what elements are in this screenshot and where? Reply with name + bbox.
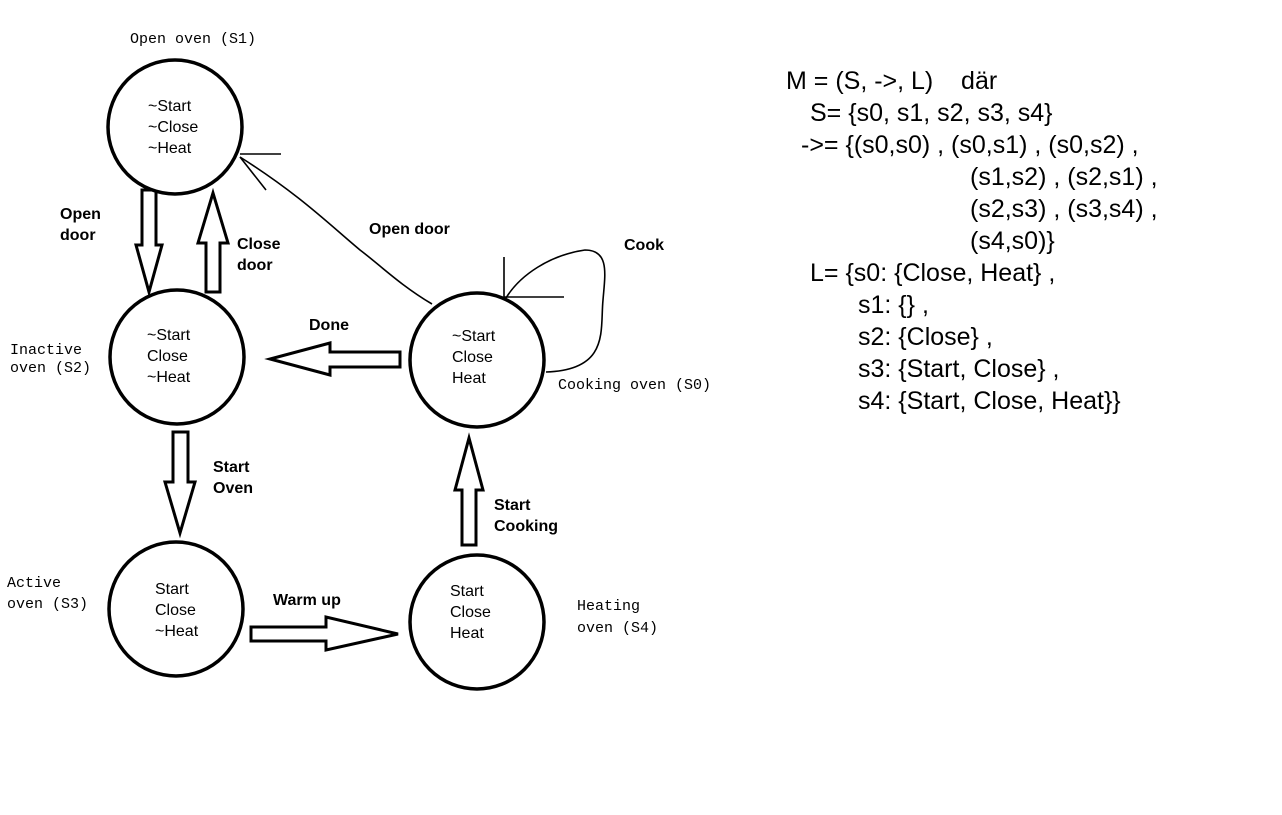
state-s3-name-line1: Active	[7, 575, 61, 592]
label-cook: Cook	[624, 237, 664, 254]
label-done: Done	[309, 317, 349, 334]
label-open-door-line1: Open	[60, 206, 101, 223]
start-oven-block-arrow	[162, 430, 198, 539]
label-warm-up: Warm up	[273, 592, 341, 609]
formula-relation-line4: (s4,s0)}	[970, 227, 1055, 255]
state-s3: Start Close ~Heat	[107, 540, 245, 678]
open-door-curve	[239, 156, 433, 305]
state-s0-prop-3: Heat	[452, 370, 486, 387]
state-s1-prop-2: ~Close	[148, 119, 198, 136]
state-s0: ~Start Close Heat	[408, 291, 546, 429]
formula-model: M = (S, ->, L) där	[786, 67, 998, 95]
state-s2-name-line2: oven (S2)	[10, 360, 91, 377]
state-s0-prop-1: ~Start	[452, 328, 496, 345]
state-s3-prop-2: Close	[155, 602, 196, 619]
label-start-oven-line1: Start	[213, 459, 250, 476]
label-start-cooking-line1: Start	[494, 497, 531, 514]
label-close-door-line1: Close	[237, 236, 281, 253]
label-start-cooking-line2: Cooking	[494, 518, 558, 535]
state-s0-prop-2: Close	[452, 349, 493, 366]
label-close-door-line2: door	[237, 257, 273, 274]
cook-loop-curve	[505, 249, 606, 373]
formula-labels-line3: s2: {Close} ,	[858, 323, 993, 351]
state-s4-name-line2: oven (S4)	[577, 620, 658, 637]
close-door-block-arrow	[195, 187, 231, 294]
formula-relation-line2: (s1,s2) , (s2,s1) ,	[970, 163, 1158, 191]
state-s1-name: Open oven (S1)	[130, 31, 256, 48]
state-s1-prop-1: ~Start	[148, 98, 192, 115]
state-s1-prop-3: ~Heat	[148, 140, 192, 157]
formula-labels-line2: s1: {} ,	[858, 291, 929, 319]
label-open-door-s0-s1: Open door	[369, 221, 450, 238]
formula-labels-line5: s4: {Start, Close, Heat}}	[858, 387, 1121, 415]
formula-labels-line1: L= {s0: {Close, Heat} ,	[810, 259, 1056, 287]
state-s2: ~Start Close ~Heat	[108, 288, 246, 426]
state-s1: ~Start ~Close ~Heat	[106, 58, 244, 196]
state-s4-prop-1: Start	[450, 583, 484, 600]
state-s0-name: Cooking oven (S0)	[558, 377, 711, 394]
open-door-arrowhead	[239, 153, 281, 191]
state-s4-prop-3: Heat	[450, 625, 484, 642]
label-open-door-line2: door	[60, 227, 96, 244]
formula-states-set: S= {s0, s1, s2, s3, s4}	[810, 99, 1053, 127]
state-s2-prop-3: ~Heat	[147, 369, 191, 386]
open-door-block-arrow	[134, 188, 164, 298]
state-s3-prop-3: ~Heat	[155, 623, 199, 640]
state-s2-prop-1: ~Start	[147, 327, 191, 344]
label-start-oven-line2: Oven	[213, 480, 253, 497]
state-s4: Start Close Heat	[408, 553, 546, 691]
state-s3-name-line2: oven (S3)	[7, 596, 88, 613]
start-cooking-block-arrow	[453, 432, 485, 547]
warm-up-block-arrow	[249, 615, 399, 652]
state-s3-prop-1: Start	[155, 581, 189, 598]
state-s4-name-line1: Heating	[577, 598, 640, 615]
state-s4-prop-2: Close	[450, 604, 491, 621]
formula-relation-line1: ->= {(s0,s0) , (s0,s1) , (s0,s2) ,	[801, 131, 1139, 159]
state-s2-prop-2: Close	[147, 348, 188, 365]
formula-labels-line4: s3: {Start, Close} ,	[858, 355, 1060, 383]
formula-relation-line3: (s2,s3) , (s3,s4) ,	[970, 195, 1158, 223]
state-s2-name-line1: Inactive	[10, 342, 82, 359]
cook-loop-arrowhead	[503, 257, 564, 298]
done-block-arrow	[264, 341, 402, 377]
